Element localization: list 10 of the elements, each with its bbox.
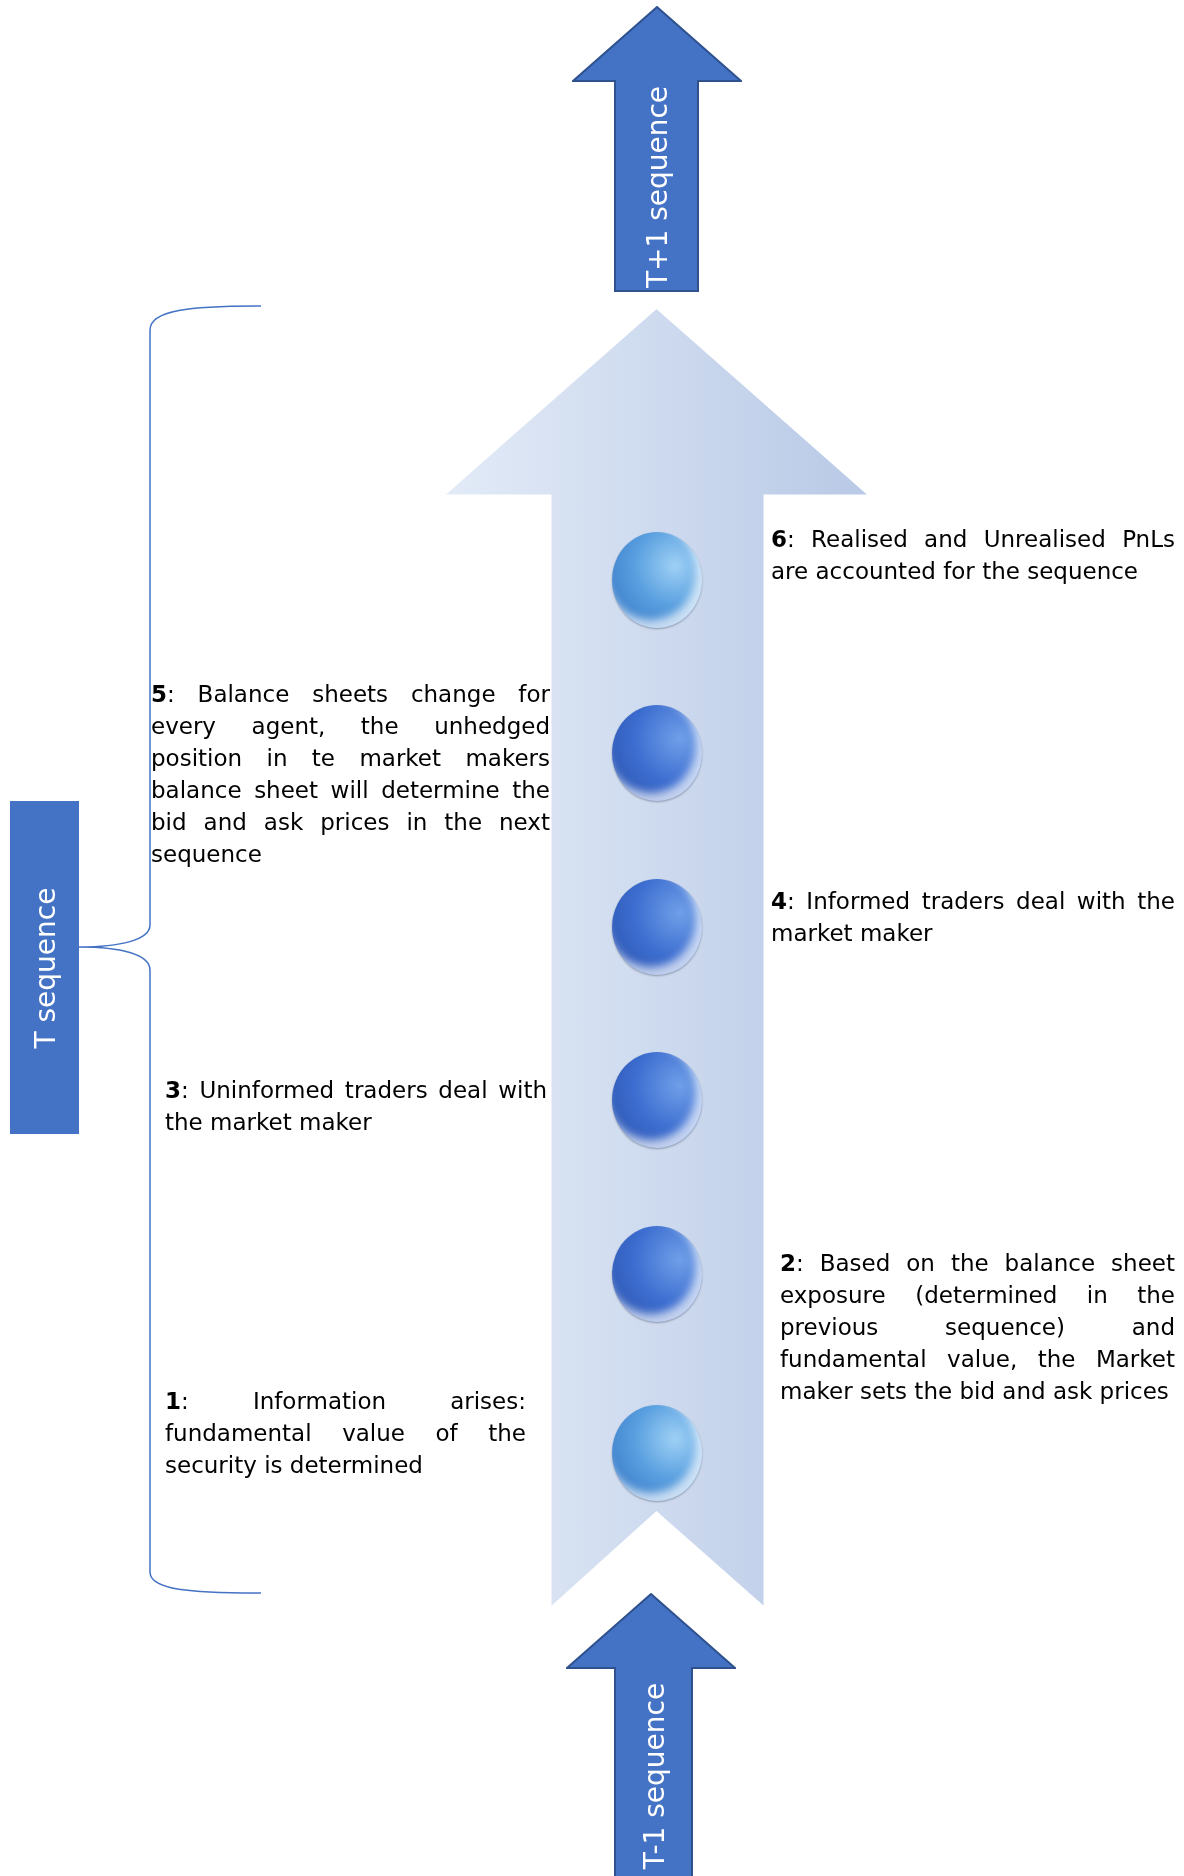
step-description: 2: Based on the balance sheet exposure (determined in the previous sequence) and fundamental value, the Market maker sets the bid and ask prices xyxy=(780,1249,1175,1406)
vertical-label: T-1 sequence xyxy=(637,1682,670,1869)
step-description: 3: Uninformed traders deal with the market maker xyxy=(165,1076,547,1137)
step-description: 4: Informed traders deal with the market maker xyxy=(771,887,1175,948)
step-description: 6: Realised and Unrealised PnLs are accounted for the sequence xyxy=(771,525,1175,586)
step-description: 1: Information arises: fundamental value of the security is determined xyxy=(165,1387,526,1480)
vertical-label: T+1 sequence xyxy=(640,85,673,288)
step-description: 5: Balance sheets change for every agent, the unhedged position in te market makers balance sheet will determine the bid and ask prices in the next sequence xyxy=(151,680,550,869)
label-box xyxy=(10,801,79,1134)
vertical-label: T sequence xyxy=(28,887,61,1048)
